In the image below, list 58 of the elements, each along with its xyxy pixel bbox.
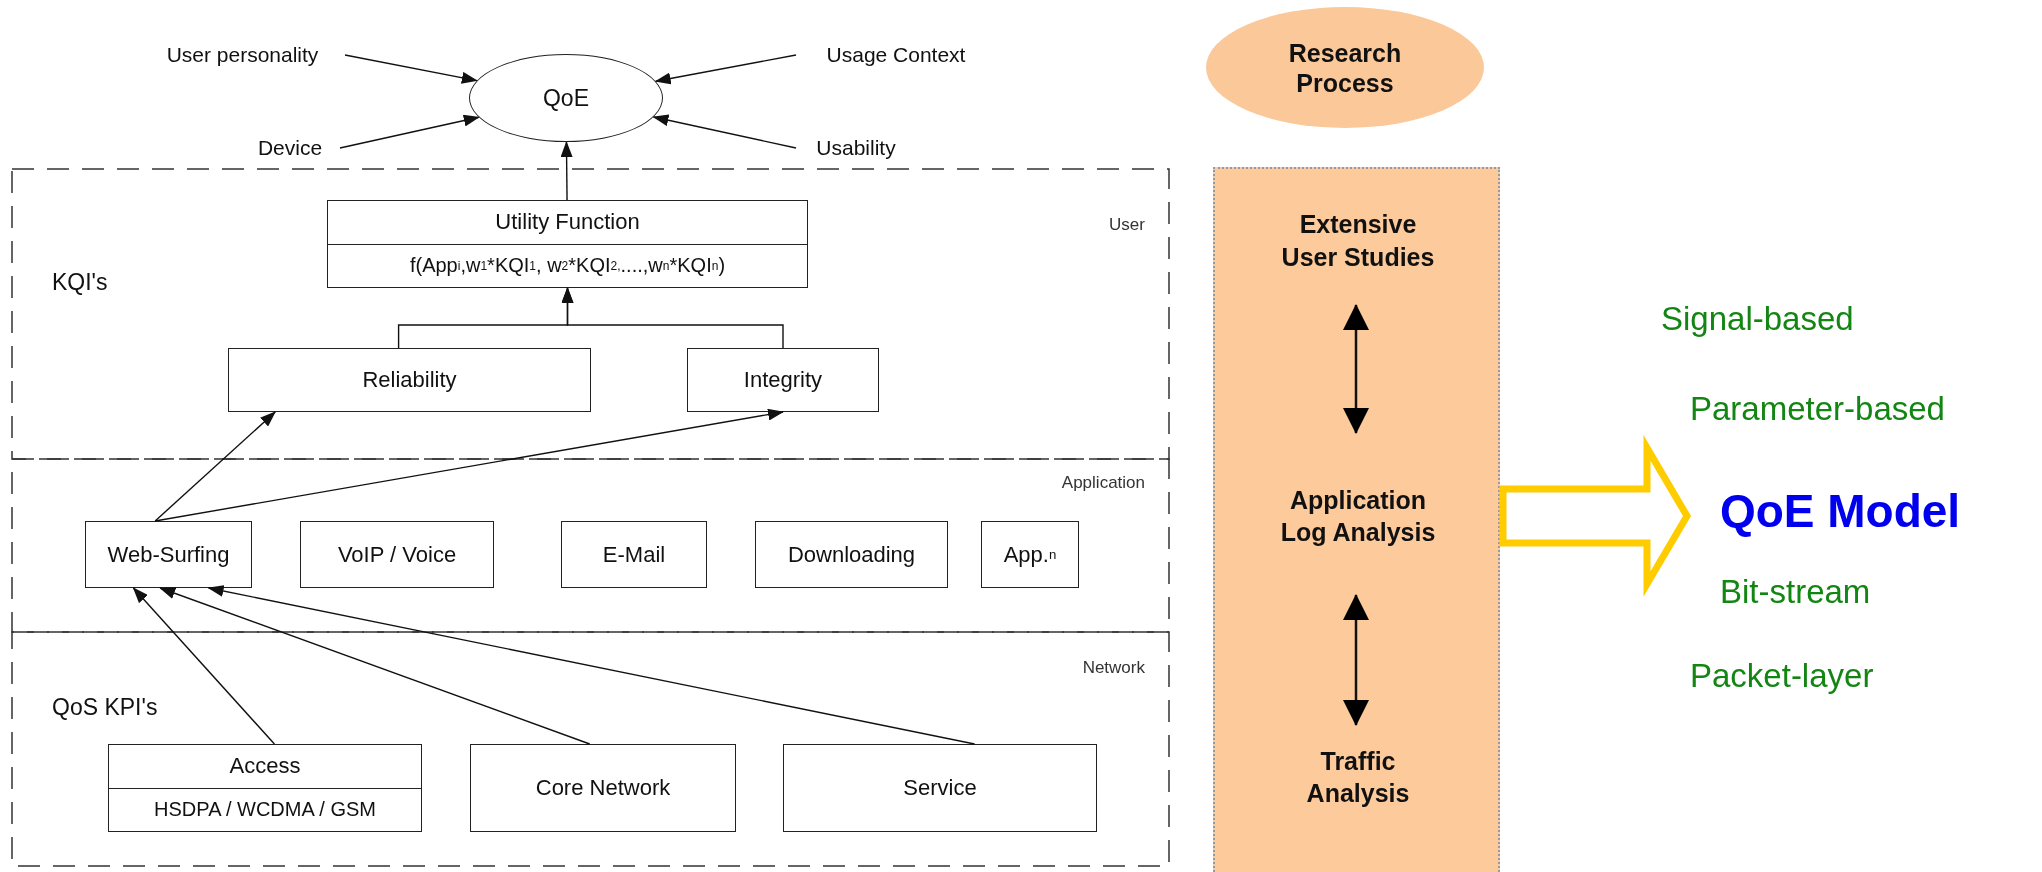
layer-name: Network: [1082, 658, 1145, 678]
box-title: VoIP / Voice: [336, 540, 458, 569]
box-title: Downloading: [786, 540, 917, 569]
process-box: [755, 521, 948, 588]
layer-band: [12, 169, 1169, 459]
process-panel: [1213, 167, 1500, 872]
arrow: [561, 287, 784, 349]
box-title: Reliability: [361, 366, 458, 394]
arrow: [1343, 594, 1369, 726]
process-box: [470, 744, 736, 832]
step-label: Application Log Analysis: [1268, 435, 1448, 597]
process-box: [687, 348, 879, 412]
process-box: [561, 521, 707, 588]
arrow: [159, 587, 591, 745]
title-ellipse: Research Process: [1206, 7, 1484, 128]
arrow: [132, 587, 276, 745]
arrow: [1343, 304, 1369, 434]
arrow: [154, 408, 784, 522]
model-title: QoE Model: [1690, 480, 1990, 542]
process-box: [228, 348, 591, 412]
factor-label: Device: [240, 133, 340, 163]
arrow: [652, 114, 797, 149]
arrow: [339, 114, 480, 149]
box-title: Integrity: [742, 366, 824, 394]
factor-label: User personality: [140, 40, 345, 70]
factor-label: Usage Context: [796, 40, 996, 70]
layer-name: Application: [1061, 473, 1145, 493]
layer-band: [12, 459, 1169, 632]
model-type-label: Packet-layer: [1690, 657, 1874, 695]
layer-heading: QoS KPI's: [52, 694, 158, 721]
factor-label: Usability: [796, 133, 916, 163]
process-box: [85, 521, 252, 588]
block-arrow: [1499, 435, 1692, 597]
model-type-label: Signal-based: [1661, 300, 1854, 338]
model-type-label: Parameter-based: [1690, 390, 1945, 428]
box-title: Web-Surfing: [106, 540, 231, 569]
box-title: Core Network: [534, 774, 672, 802]
step-label: Traffic Analysis: [1283, 727, 1433, 827]
process-box: [981, 521, 1079, 588]
arrow: [560, 141, 573, 201]
process-box: [783, 744, 1097, 832]
model-type-label: Bit-stream: [1720, 573, 1871, 611]
arrow: [344, 54, 478, 84]
arrow: [154, 411, 276, 522]
arrow: [654, 54, 797, 85]
box-subtitle: HSDPA / WCDMA / GSM: [109, 787, 421, 831]
layer-band: [12, 632, 1169, 866]
process-box: [108, 744, 422, 832]
box-title: Access: [228, 752, 302, 781]
layer-name: User: [1109, 215, 1145, 235]
process-box: [327, 200, 808, 288]
layer-heading: KQI's: [52, 269, 108, 296]
box-title: E-Mail: [601, 540, 667, 569]
process-box: [300, 521, 494, 588]
arrow: [207, 585, 976, 745]
box-title: Utility Function: [494, 208, 641, 237]
step-label: Extensive User Studies: [1273, 174, 1443, 307]
box-title: Service: [902, 774, 978, 802]
